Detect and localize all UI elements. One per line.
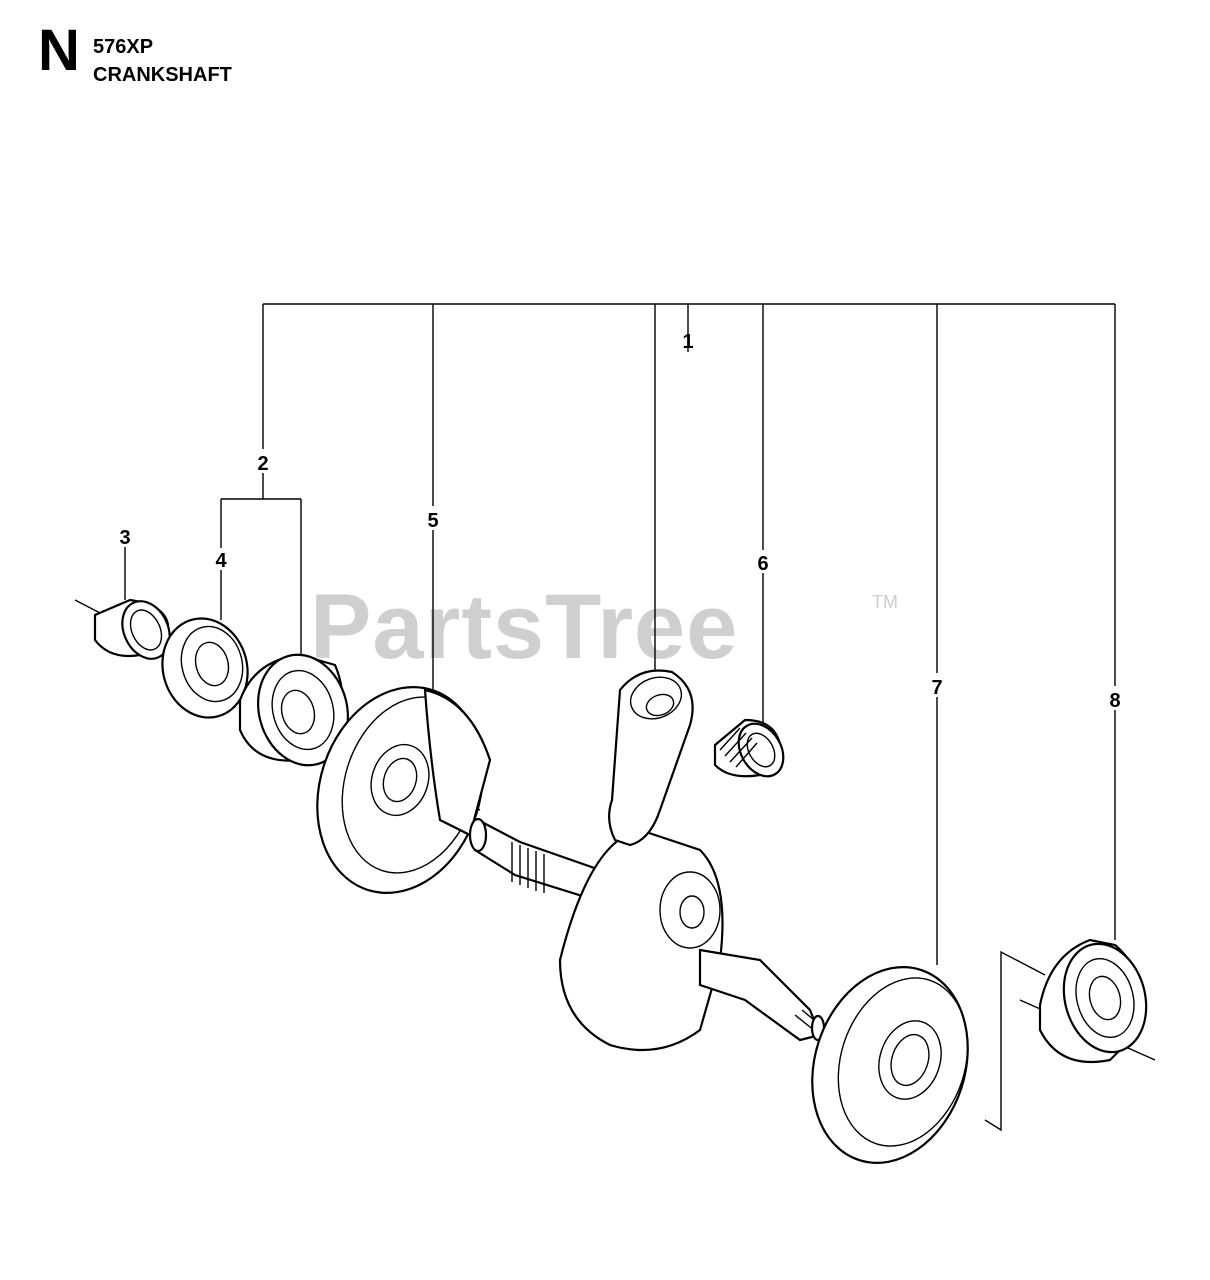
watermark-trademark: TM bbox=[872, 592, 898, 612]
watermark-text: PartsTree bbox=[310, 576, 739, 678]
callout-2: 2 bbox=[257, 453, 268, 475]
bearing-left bbox=[238, 653, 350, 767]
diagram-title: CRANKSHAFT bbox=[93, 64, 232, 86]
callout-5: 5 bbox=[427, 510, 438, 532]
crank-half-part-5 bbox=[316, 686, 492, 894]
crankshaft-part-1 bbox=[468, 669, 827, 1052]
seal-part-4 bbox=[161, 617, 249, 719]
leader-lines bbox=[124, 303, 1116, 1132]
callout-8: 8 bbox=[1109, 690, 1120, 712]
callout-3: 3 bbox=[119, 527, 130, 549]
callout-7: 7 bbox=[931, 677, 942, 699]
crank-half-part-7 bbox=[811, 966, 969, 1164]
callout-6: 6 bbox=[757, 553, 768, 575]
callout-1: 1 bbox=[682, 331, 693, 353]
callout-4: 4 bbox=[215, 550, 227, 572]
section-letter: N bbox=[38, 18, 80, 83]
model-number: 576XP bbox=[93, 36, 154, 58]
bearing-part-8 bbox=[1038, 938, 1148, 1064]
sleeve-part-3 bbox=[93, 598, 171, 660]
needle-bearing-part-6 bbox=[713, 718, 785, 778]
